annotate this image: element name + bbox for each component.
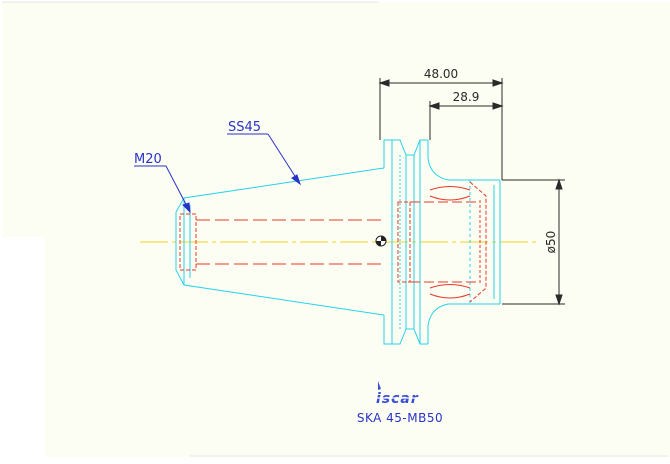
logo-wordmark: iscar [376, 391, 419, 407]
callout-leaders [134, 133, 301, 214]
flange-lower-left [383, 315, 393, 345]
neck-upper-profile [427, 140, 500, 181]
m20-arrowhead [182, 202, 191, 214]
dim-48-arrow-left [378, 79, 390, 87]
flange-bore-hidden [397, 201, 411, 283]
drive-key-lower [429, 284, 471, 299]
v-groove-upper [392, 139, 428, 156]
dim-diameter-label: ø50 [544, 231, 558, 254]
dim-28-arrow-left [428, 102, 440, 110]
dim-48-arrow-right [492, 79, 504, 87]
center-marker-fill [376, 236, 386, 246]
dim-50-arrow-top [555, 178, 563, 190]
dim-bore-depth-label: 28.9 [453, 90, 480, 104]
ss45-arrowhead [291, 174, 301, 186]
dim-50-arrow-bottom [555, 294, 563, 306]
iscar-logo: iscar [376, 381, 420, 407]
thread-bore-hidden [179, 213, 197, 271]
taper-shank-outline [175, 167, 385, 316]
dimension-lines [378, 78, 565, 306]
part-number-label: SKA 45-MB50 [357, 411, 443, 425]
thread-callout-label: M20 [134, 152, 162, 167]
v-groove-lower [392, 328, 428, 345]
flange-upper-left [383, 139, 393, 168]
hidden-lines [179, 181, 487, 303]
drive-key-upper [429, 186, 471, 201]
shank-callout-label: SS45 [228, 120, 261, 135]
logo-flame-mark [378, 381, 381, 390]
ss45-leader [267, 133, 301, 185]
sheet-panel [45, 2, 670, 457]
dim-overall-length-label: 48.00 [424, 67, 458, 81]
neck-lower-profile [427, 303, 500, 344]
center-marker [375, 235, 387, 247]
tool-outline [175, 139, 501, 345]
dim-28-arrow-right [492, 102, 504, 110]
head-recess-hidden [469, 181, 487, 303]
